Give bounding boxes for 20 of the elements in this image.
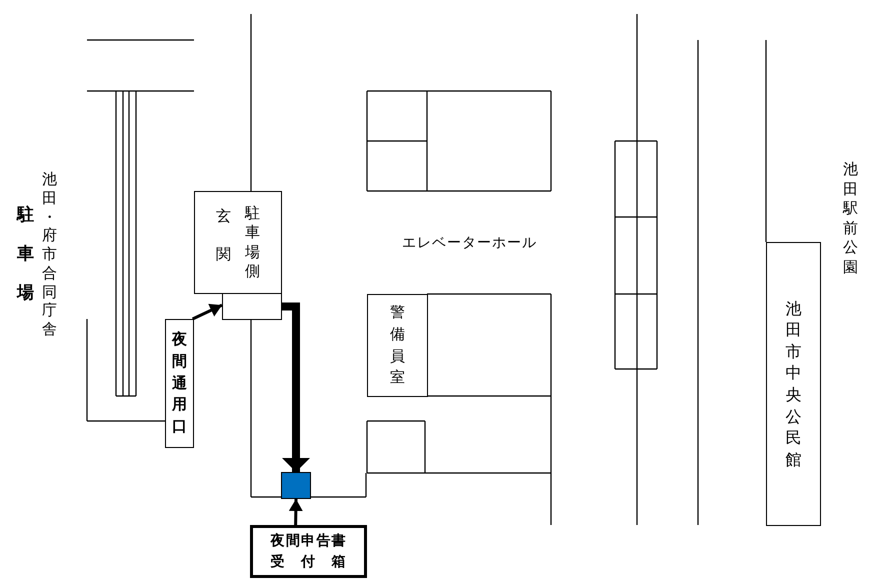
- room-name: 玄関: [216, 206, 231, 264]
- park-label: 池田駅前公園: [843, 160, 858, 277]
- building-label: 池田・府市合同庁舎: [42, 170, 57, 339]
- night-entrance-box: [165, 319, 194, 448]
- submission-box: [281, 472, 311, 499]
- arrow: [192, 304, 223, 320]
- room-name: 夜間通用口: [172, 329, 187, 438]
- arrow: [288, 498, 303, 526]
- parking-label: 駐車場: [17, 204, 34, 306]
- guard-room-box: [367, 294, 428, 397]
- doorway-box: [222, 293, 282, 320]
- arrow: [282, 302, 310, 472]
- box-caption: 夜間申告書受付箱: [270, 532, 346, 572]
- box-label: [250, 525, 367, 578]
- room-name: 駐車場側: [245, 204, 260, 282]
- room-name: 警備員室: [390, 302, 405, 388]
- entrance-box: [194, 191, 282, 294]
- hall-label: エレベーターホール: [402, 234, 537, 252]
- community-hall-box: [766, 242, 821, 526]
- room-name: 池田市中央公民館: [786, 298, 802, 470]
